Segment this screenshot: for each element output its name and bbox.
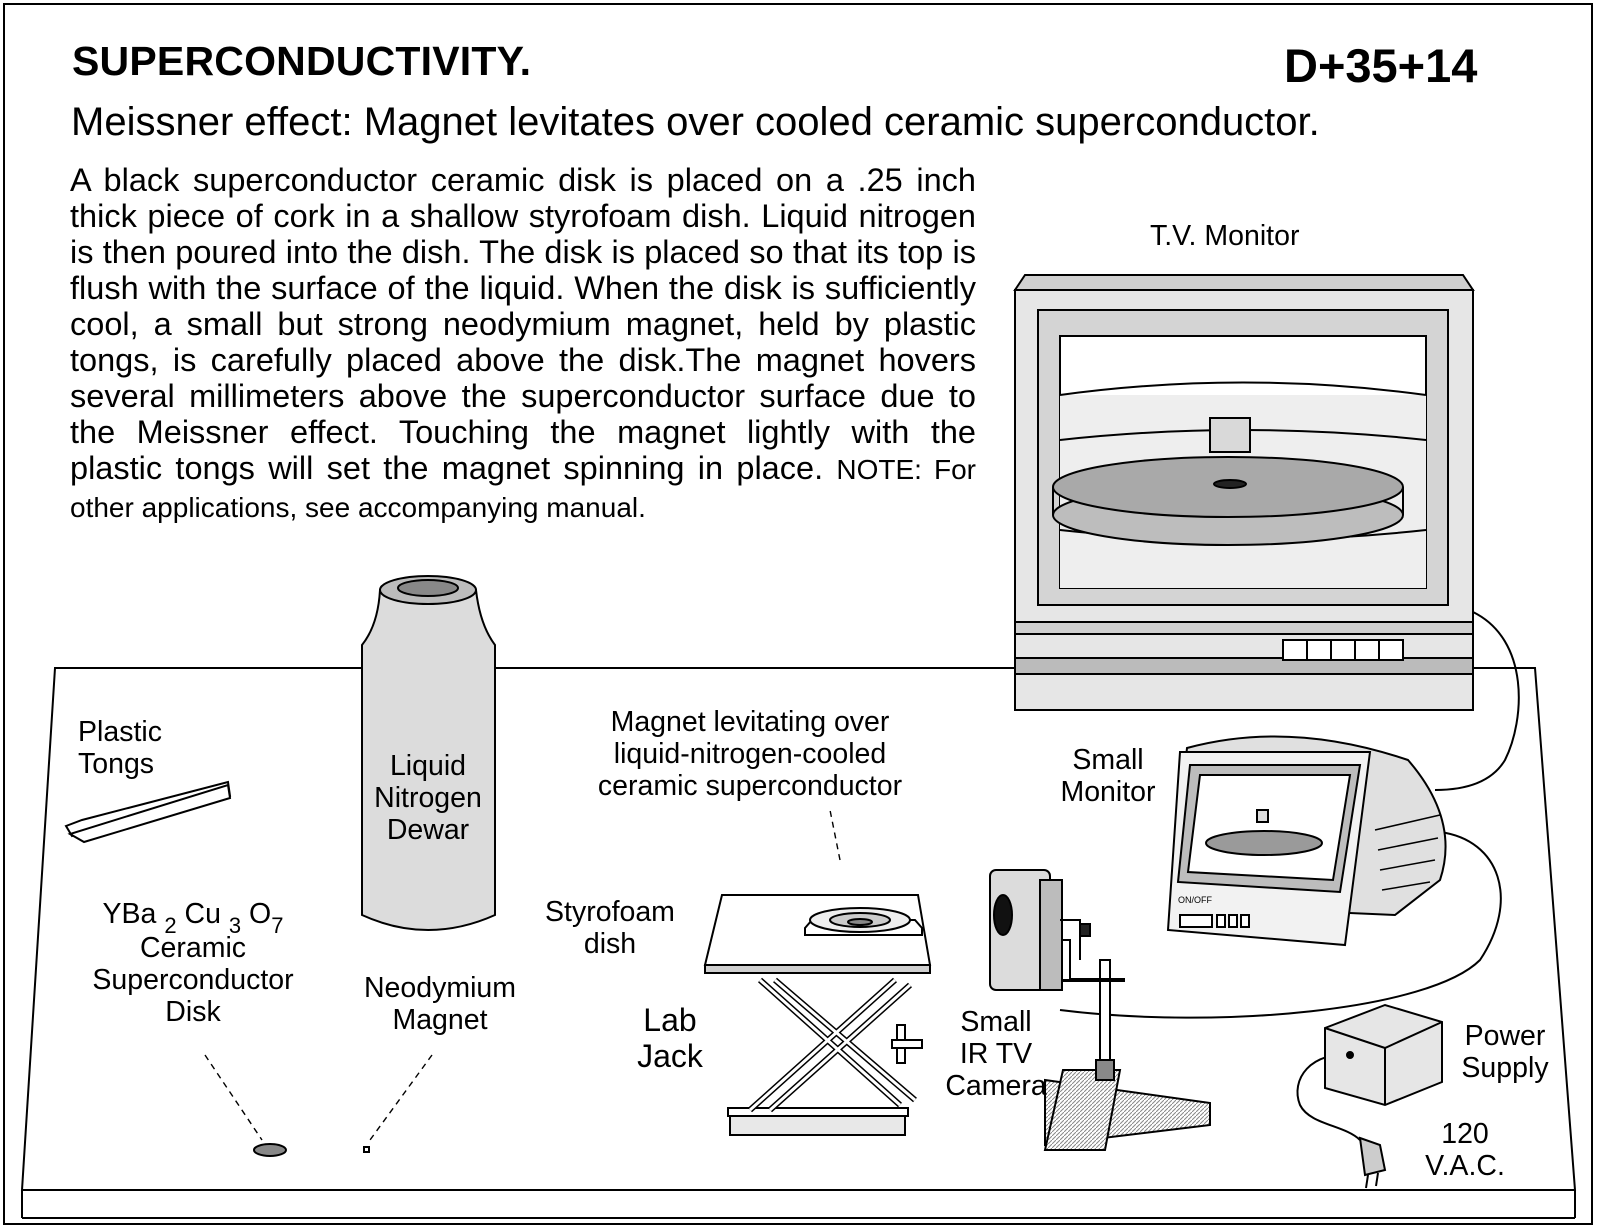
label-lab-jack: Lab Jack — [637, 1002, 703, 1074]
page-title: SUPERCONDUCTIVITY. — [72, 38, 532, 84]
description-note: NOTE: For other applications, see accomp… — [70, 454, 977, 523]
page-subtitle: Meissner effect: Magnet levitates over c… — [71, 100, 1320, 144]
document-code: D+35+14 — [1284, 39, 1478, 92]
label-dewar: Liquid Nitrogen Dewar — [374, 750, 482, 846]
label-monitor-button: ON/OFF — [1178, 895, 1212, 905]
small-monitor — [1166, 735, 1447, 947]
lab-jack — [703, 809, 932, 1136]
ceramic-formula: YBa 2 Cu 3 O7 — [102, 898, 284, 938]
label-ir-camera: Small IR TV Camera — [945, 1006, 1047, 1102]
label-styrofoam-dish: Styrofoam dish — [545, 896, 675, 960]
cables — [1059, 611, 1520, 1141]
label-ceramic-disk: YBa 2 Cu 3 O7 Ceramic Superconductor Dis… — [78, 898, 308, 1028]
tv-monitor — [1013, 274, 1475, 711]
label-tv-monitor: T.V. Monitor — [1150, 220, 1300, 252]
ir-camera — [989, 869, 1211, 1151]
power-supply — [1324, 1003, 1443, 1189]
plastic-tongs — [64, 780, 232, 844]
label-levitating-magnet: Magnet levitating over liquid-nitrogen-c… — [597, 706, 903, 802]
description-body: A black superconductor ceramic disk is p… — [70, 162, 976, 486]
dewar — [361, 575, 496, 931]
label-power-supply: Power Supply — [1461, 1020, 1549, 1084]
description: A black superconductor ceramic disk is p… — [70, 162, 976, 526]
outer-border — [3, 3, 1593, 1225]
label-voltage: 120 V.A.C. — [1425, 1118, 1505, 1182]
label-small-monitor: Small Monitor — [1060, 744, 1156, 808]
ceramic-disk — [204, 1054, 287, 1157]
label-neodymium-magnet: Neodymium Magnet — [363, 972, 517, 1036]
neodymium-magnet — [363, 1054, 433, 1153]
label-plastic-tongs: Plastic Tongs — [78, 716, 162, 780]
